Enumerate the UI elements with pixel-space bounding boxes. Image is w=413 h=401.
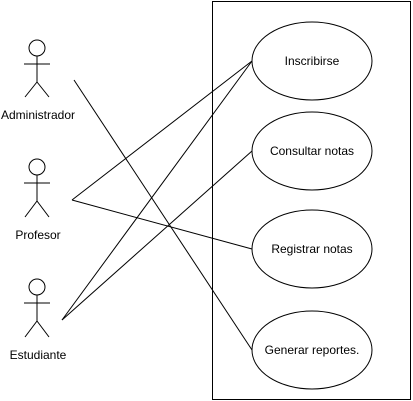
association-line-est-inscribirse [61,60,253,321]
use-case-label: Registrar notas [271,242,352,256]
actor-figure-icon [24,158,50,218]
system-boundary [212,1,411,400]
use-case-label: Inscribirse [285,54,340,68]
use-case-registrar-notas[interactable]: Registrar notas [251,209,373,289]
associations [61,60,253,351]
actor-administrador[interactable]: Administrador [1,39,75,122]
association-line-prof-inscribirse [71,60,253,201]
actor-label: Administrador [1,108,75,122]
actor-estudiante[interactable]: Estudiante [10,278,67,362]
use-case-label: Consultar notas [270,144,354,158]
association-line-admin-reportes [73,79,253,351]
actor-figure-icon [24,278,50,338]
use-case-generar-reportes[interactable]: Generar reportes. [251,310,373,390]
actor-label: Profesor [15,228,60,242]
use-case-label: Generar reportes. [265,343,360,357]
association-line-prof-registrar [71,199,253,250]
actor-figure-icon [24,39,50,98]
actor-profesor[interactable]: Profesor [15,158,61,242]
association-line-est-consultar [61,150,253,321]
use-case-inscribirse[interactable]: Inscribirse [251,21,373,101]
use-case-consultar-notas[interactable]: Consultar notas [251,111,373,191]
actor-label: Estudiante [10,348,67,362]
